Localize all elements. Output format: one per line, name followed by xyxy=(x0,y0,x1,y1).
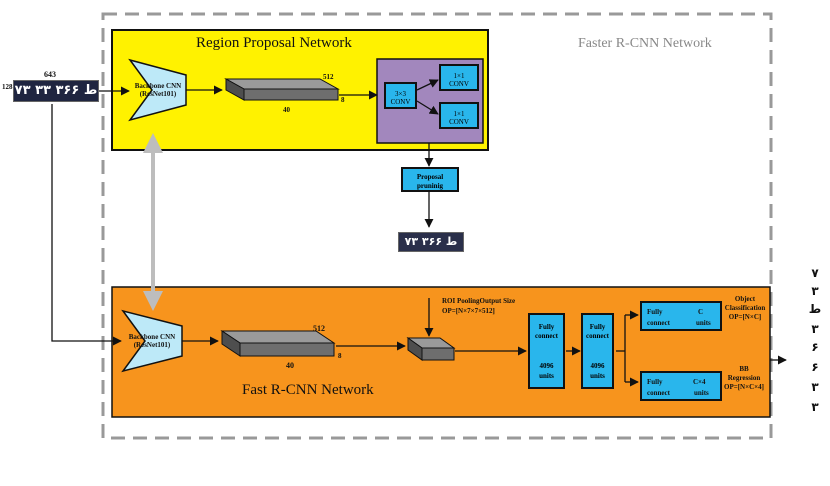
rpn-title: Region Proposal Network xyxy=(196,35,352,51)
proposal-pruning-line1: Proposal xyxy=(416,173,444,181)
fc1-line1: Fully xyxy=(538,323,555,331)
input-width-label: 643 xyxy=(44,70,56,79)
conv1x1-top-line1: 1×1 xyxy=(453,72,465,80)
fast-backbone-line1: Backbone CNN xyxy=(128,333,176,341)
fc-cls-line1: Fully xyxy=(647,308,663,316)
output-char-7: ۳ xyxy=(811,380,819,394)
fc2-line4: units xyxy=(590,372,605,380)
fast-rcnn-title: Fast R-CNN Network xyxy=(242,382,374,398)
conv1x1-bottom-line1: 1×1 xyxy=(453,110,465,118)
rpn-feature-height: 8 xyxy=(341,96,345,104)
output-char-8: ۳ xyxy=(811,400,819,414)
fc-reg-right1: C×4 xyxy=(693,378,706,386)
input-height-label: 128 xyxy=(2,83,13,91)
fast-backbone-line2: (ResNet101) xyxy=(133,341,171,349)
regression-line1: BB xyxy=(739,365,749,373)
fc-reg-box: Fully connect C×4 units xyxy=(640,371,722,401)
classification-line2: Classification xyxy=(724,304,766,312)
fc-reg-line2: connect xyxy=(647,389,670,397)
fast-feature-width: 40 xyxy=(286,361,294,370)
fast-feature-map xyxy=(220,330,336,357)
proposal-pruning-box: Proposal pruninig xyxy=(401,167,459,192)
faster-rcnn-title: Faster R-CNN Network xyxy=(578,36,712,51)
conv3x3-box: 3×3 CONV xyxy=(384,82,417,109)
fast-backbone-shape xyxy=(121,309,183,373)
fc-cls-line2: connect xyxy=(647,319,670,327)
conv1x1-top-box: 1×1 CONV xyxy=(439,64,479,91)
proposal-pruning-line2: pruninig xyxy=(416,182,444,190)
arrows xyxy=(51,79,787,387)
rpn-feature-map xyxy=(224,78,340,101)
regression-label: BB Regression OP=[N×C×4] xyxy=(716,366,772,391)
input-plate-image: ۷۳ ط ۳۶۶ ۳۳ xyxy=(13,80,99,102)
fc2-box: Fully connect 4096 units xyxy=(581,313,614,389)
regression-line2: Regression xyxy=(727,374,761,382)
fast-backbone-label: Backbone CNN (ResNet101) xyxy=(125,334,179,349)
fc2-line2: connect xyxy=(586,332,609,340)
fast-feature-depth: 512 xyxy=(313,324,325,333)
rpn-backbone-label: Backbone CNN (ResNet101) xyxy=(133,83,183,98)
output-char-6: ۶ xyxy=(811,360,819,374)
rpn-feature-width: 40 xyxy=(283,106,290,114)
fc1-line3: 4096 xyxy=(539,362,554,370)
fast-feature-height: 8 xyxy=(338,352,342,360)
fc-reg-line1: Fully xyxy=(647,378,663,386)
faster-rcnn-frame xyxy=(101,12,773,440)
rpn-backbone-line2: (ResNet101) xyxy=(139,90,177,98)
conv3x3-line1: 3×3 xyxy=(395,90,406,98)
fc2-line1: Fully xyxy=(589,323,606,331)
roi-pool-block xyxy=(406,337,456,361)
fc-cls-box: Fully connect C units xyxy=(640,301,722,331)
conv1x1-bottom-box: 1×1 CONV xyxy=(439,102,479,129)
roi-pooling-line1: ROI PoolingOutput Size xyxy=(442,297,516,305)
output-char-4: ۳ xyxy=(811,322,819,336)
roi-pooling-line2: OP=[N×7×7×512] xyxy=(442,307,495,315)
conv1x1-bottom-line2: CONV xyxy=(449,118,469,126)
fc1-box: Fully connect 4096 units xyxy=(528,313,565,389)
classification-label: Object Classification OP=[N×C] xyxy=(718,296,772,321)
conv1x1-top-line2: CONV xyxy=(449,80,469,88)
fc-cls-right2: units xyxy=(696,319,711,327)
fc1-line2: connect xyxy=(535,332,558,340)
output-char-2: ۳ xyxy=(811,284,819,298)
classification-line3: OP=[N×C] xyxy=(728,313,762,321)
rpn-backbone-line1: Backbone CNN xyxy=(134,82,182,90)
rpn-feature-depth: 512 xyxy=(323,73,334,81)
fc2-line3: 4096 xyxy=(590,362,605,370)
fc1-line4: units xyxy=(539,372,554,380)
rpn-backbone-shape xyxy=(128,58,187,122)
roi-pooling-label: ROI PoolingOutput Size OP=[N×7×7×512] xyxy=(442,298,515,315)
classification-line1: Object xyxy=(734,295,756,303)
fc-reg-right2: units xyxy=(694,389,709,397)
fc-cls-right1: C xyxy=(698,308,704,316)
output-char-5: ۶ xyxy=(811,340,819,354)
conv3x3-line2: CONV xyxy=(390,98,411,106)
output-char-1: ۷ xyxy=(811,266,819,280)
regression-line3: OP=[N×C×4] xyxy=(724,383,764,391)
output-char-3: ط xyxy=(808,302,822,316)
roi-plate-image: ۷۳ ط ۳۶۶ ۳۳ xyxy=(398,232,464,266)
